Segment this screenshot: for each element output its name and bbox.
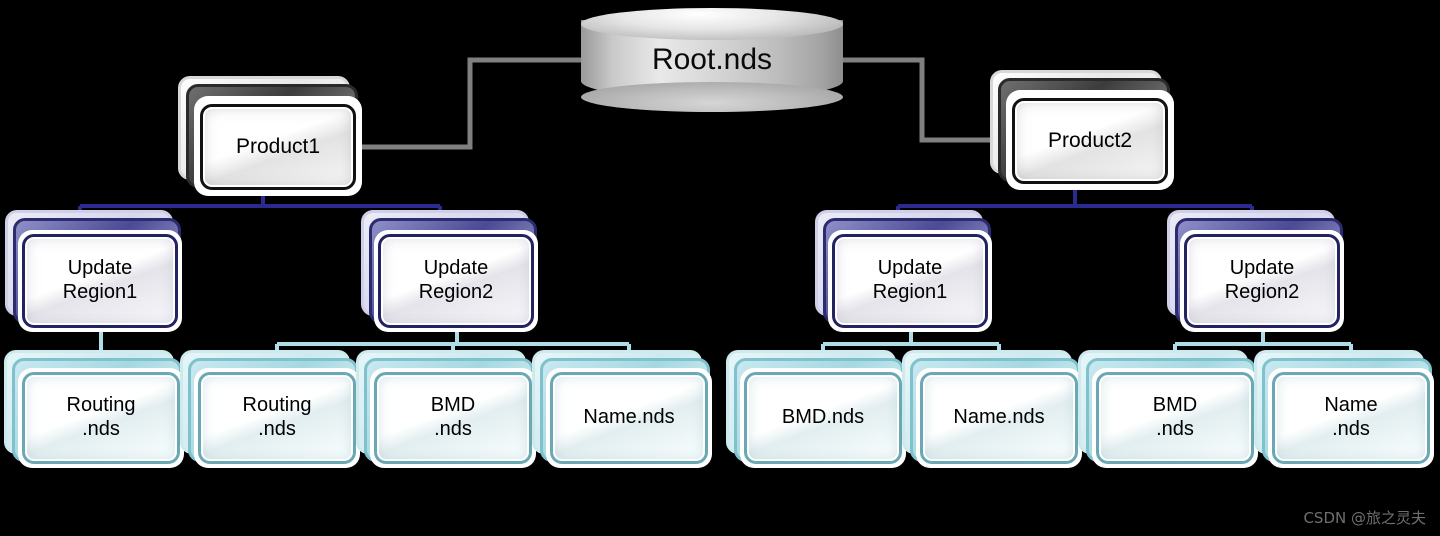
node-p2r1-bmd[interactable]: BMD.nds [726,350,924,470]
node-p2-region2[interactable]: Update Region2 [1167,210,1364,336]
watermark-text: CSDN @旅之灵夫 [1303,509,1426,527]
node-p1-region2-face[interactable]: Update Region2 [378,234,534,328]
node-p2r1-bmd-face[interactable]: BMD.nds [744,372,902,464]
node-p1-region1[interactable]: Update Region1 [5,210,202,336]
node-p1r2-bmd[interactable]: BMD .nds [356,350,554,470]
node-p2r2-bmd-face[interactable]: BMD .nds [1096,372,1254,464]
node-p2-region1-face[interactable]: Update Region1 [832,234,988,328]
node-p1r2-bmd-face[interactable]: BMD .nds [374,372,532,464]
root-label: Root.nds [651,43,773,76]
node-p1r2-name[interactable]: Name.nds [532,350,730,470]
cylinder-bottom [581,82,843,112]
node-p2r1-name-face[interactable]: Name.nds [920,372,1078,464]
node-product1[interactable]: Product1 [178,76,388,210]
node-p1r1-routing-face[interactable]: Routing .nds [22,372,180,464]
node-p1-region2[interactable]: Update Region2 [361,210,558,336]
cylinder-top [581,8,843,40]
node-product1-face[interactable]: Product1 [200,104,356,190]
node-p1r2-routing[interactable]: Routing .nds [180,350,378,470]
node-p2r2-bmd[interactable]: BMD .nds [1078,350,1276,470]
node-p1r2-routing-face[interactable]: Routing .nds [198,372,356,464]
node-p2r1-name[interactable]: Name.nds [902,350,1100,470]
link-root-to-product1 [356,57,581,150]
link-root-to-product2 [843,57,1004,143]
node-p2-region1[interactable]: Update Region1 [815,210,1012,336]
node-p1r2-name-face[interactable]: Name.nds [550,372,708,464]
node-product2-face[interactable]: Product2 [1012,98,1168,184]
node-p1-region1-face[interactable]: Update Region1 [22,234,178,328]
node-product2[interactable]: Product2 [990,70,1200,204]
node-p2r2-name-face[interactable]: Name .nds [1272,372,1430,464]
node-p2-region2-face[interactable]: Update Region2 [1184,234,1340,328]
node-root[interactable]: Root.nds [581,8,843,112]
node-p2r2-name[interactable]: Name .nds [1254,350,1440,470]
node-p1r1-routing[interactable]: Routing .nds [4,350,202,470]
